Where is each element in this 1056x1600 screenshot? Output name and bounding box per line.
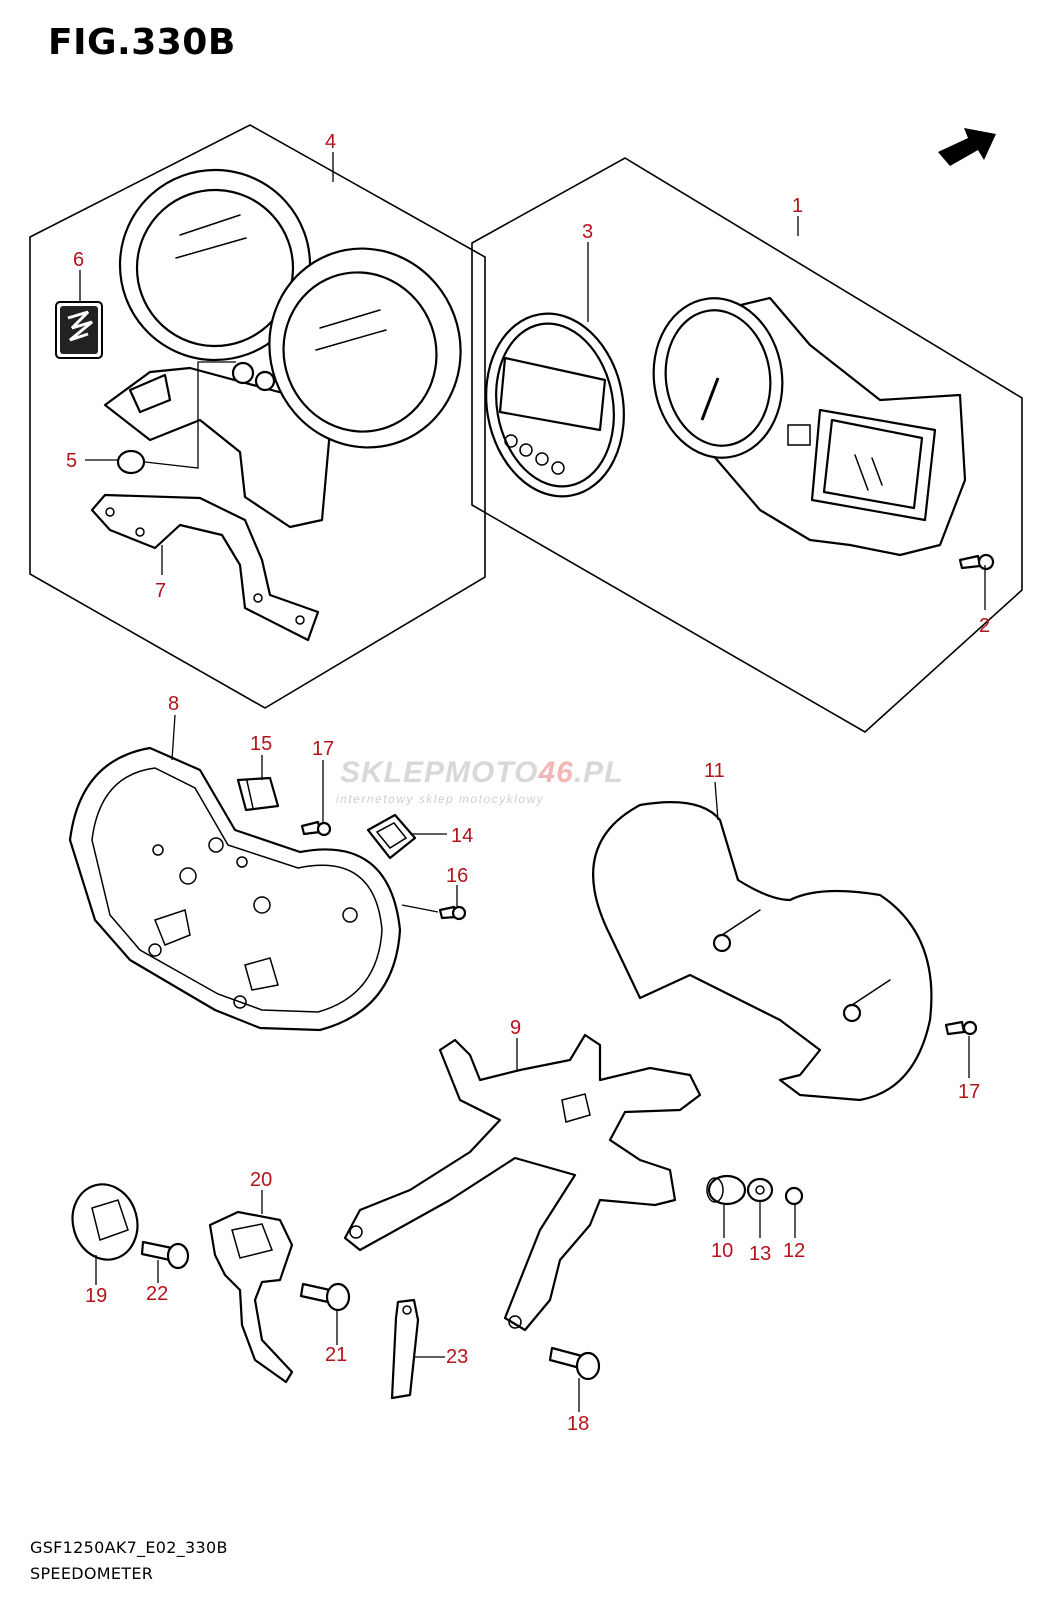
screw-part-2 [958,553,995,571]
callout-3: 3 [582,221,593,243]
callout-7: 7 [155,580,166,602]
callout-15: 15 [250,733,272,755]
callout-22: 22 [146,1283,168,1305]
callout-10: 10 [711,1240,733,1262]
lower-case-part-8 [68,746,402,1032]
rubber-damper-part-15 [236,776,280,812]
clamp-part-19 [71,1183,139,1261]
wiring-harness-part-20 [208,1210,294,1384]
meter-cover-part-11 [592,801,933,1102]
bolt-part-21 [299,1282,351,1312]
front-arrow-icon [938,128,996,166]
washer-part-13 [746,1177,774,1203]
callout-17-lower: 17 [958,1081,980,1103]
assembly-frame-right [471,157,1023,733]
bracket-part-7 [90,493,320,642]
callout-17-upper: 17 [312,738,334,760]
callout-1: 1 [792,195,803,217]
figure-title: FIG.330B [48,22,236,63]
screw-part-16 [438,905,467,921]
callout-4: 4 [325,131,336,153]
meter-case-part-4 [103,168,462,529]
callout-8: 8 [168,693,179,715]
leader-lines [79,152,986,1412]
watermark-tagline: internetowy sklep motocyklowy [336,792,545,806]
bolt-part-22 [140,1240,190,1270]
nut-part-12 [784,1186,804,1206]
callout-23: 23 [446,1346,468,1368]
bolt-part-18 [548,1346,601,1381]
callout-19: 19 [85,1285,107,1307]
section-name: SPEEDOMETER [30,1564,154,1583]
callout-12: 12 [783,1240,805,1262]
bracket-part-9 [343,1033,702,1332]
callout-18: 18 [567,1413,589,1435]
watermark-brand: SKLEPMOTO46.PL [340,756,624,789]
assembly-frame-left [29,124,486,709]
meter-unit-part-1 [652,296,967,557]
callout-labels: 4 1 3 6 5 7 2 8 15 17 11 14 16 9 17 20 1… [66,131,990,1435]
screw-part-17-lower [944,1020,978,1036]
callout-9: 9 [510,1017,521,1039]
callout-11: 11 [704,760,725,782]
callout-16: 16 [446,865,468,887]
callout-5: 5 [66,450,77,472]
screw-part-17-upper [300,820,332,837]
clamp-band-part-23 [390,1298,420,1400]
grommet-part-14 [366,813,417,860]
reset-knob-part-5 [116,449,146,475]
rubber-bushing-part-10 [706,1174,747,1206]
callout-20: 20 [250,1169,272,1191]
lcd-bezel-part-3 [485,312,625,498]
callout-2: 2 [979,615,990,637]
model-code: GSF1250AK7_E02_330B [30,1538,228,1557]
callout-6: 6 [73,249,84,271]
callout-14: 14 [451,825,473,847]
suzuki-emblem-icon [55,301,103,359]
callout-13: 13 [749,1243,771,1265]
callout-21: 21 [325,1344,347,1366]
